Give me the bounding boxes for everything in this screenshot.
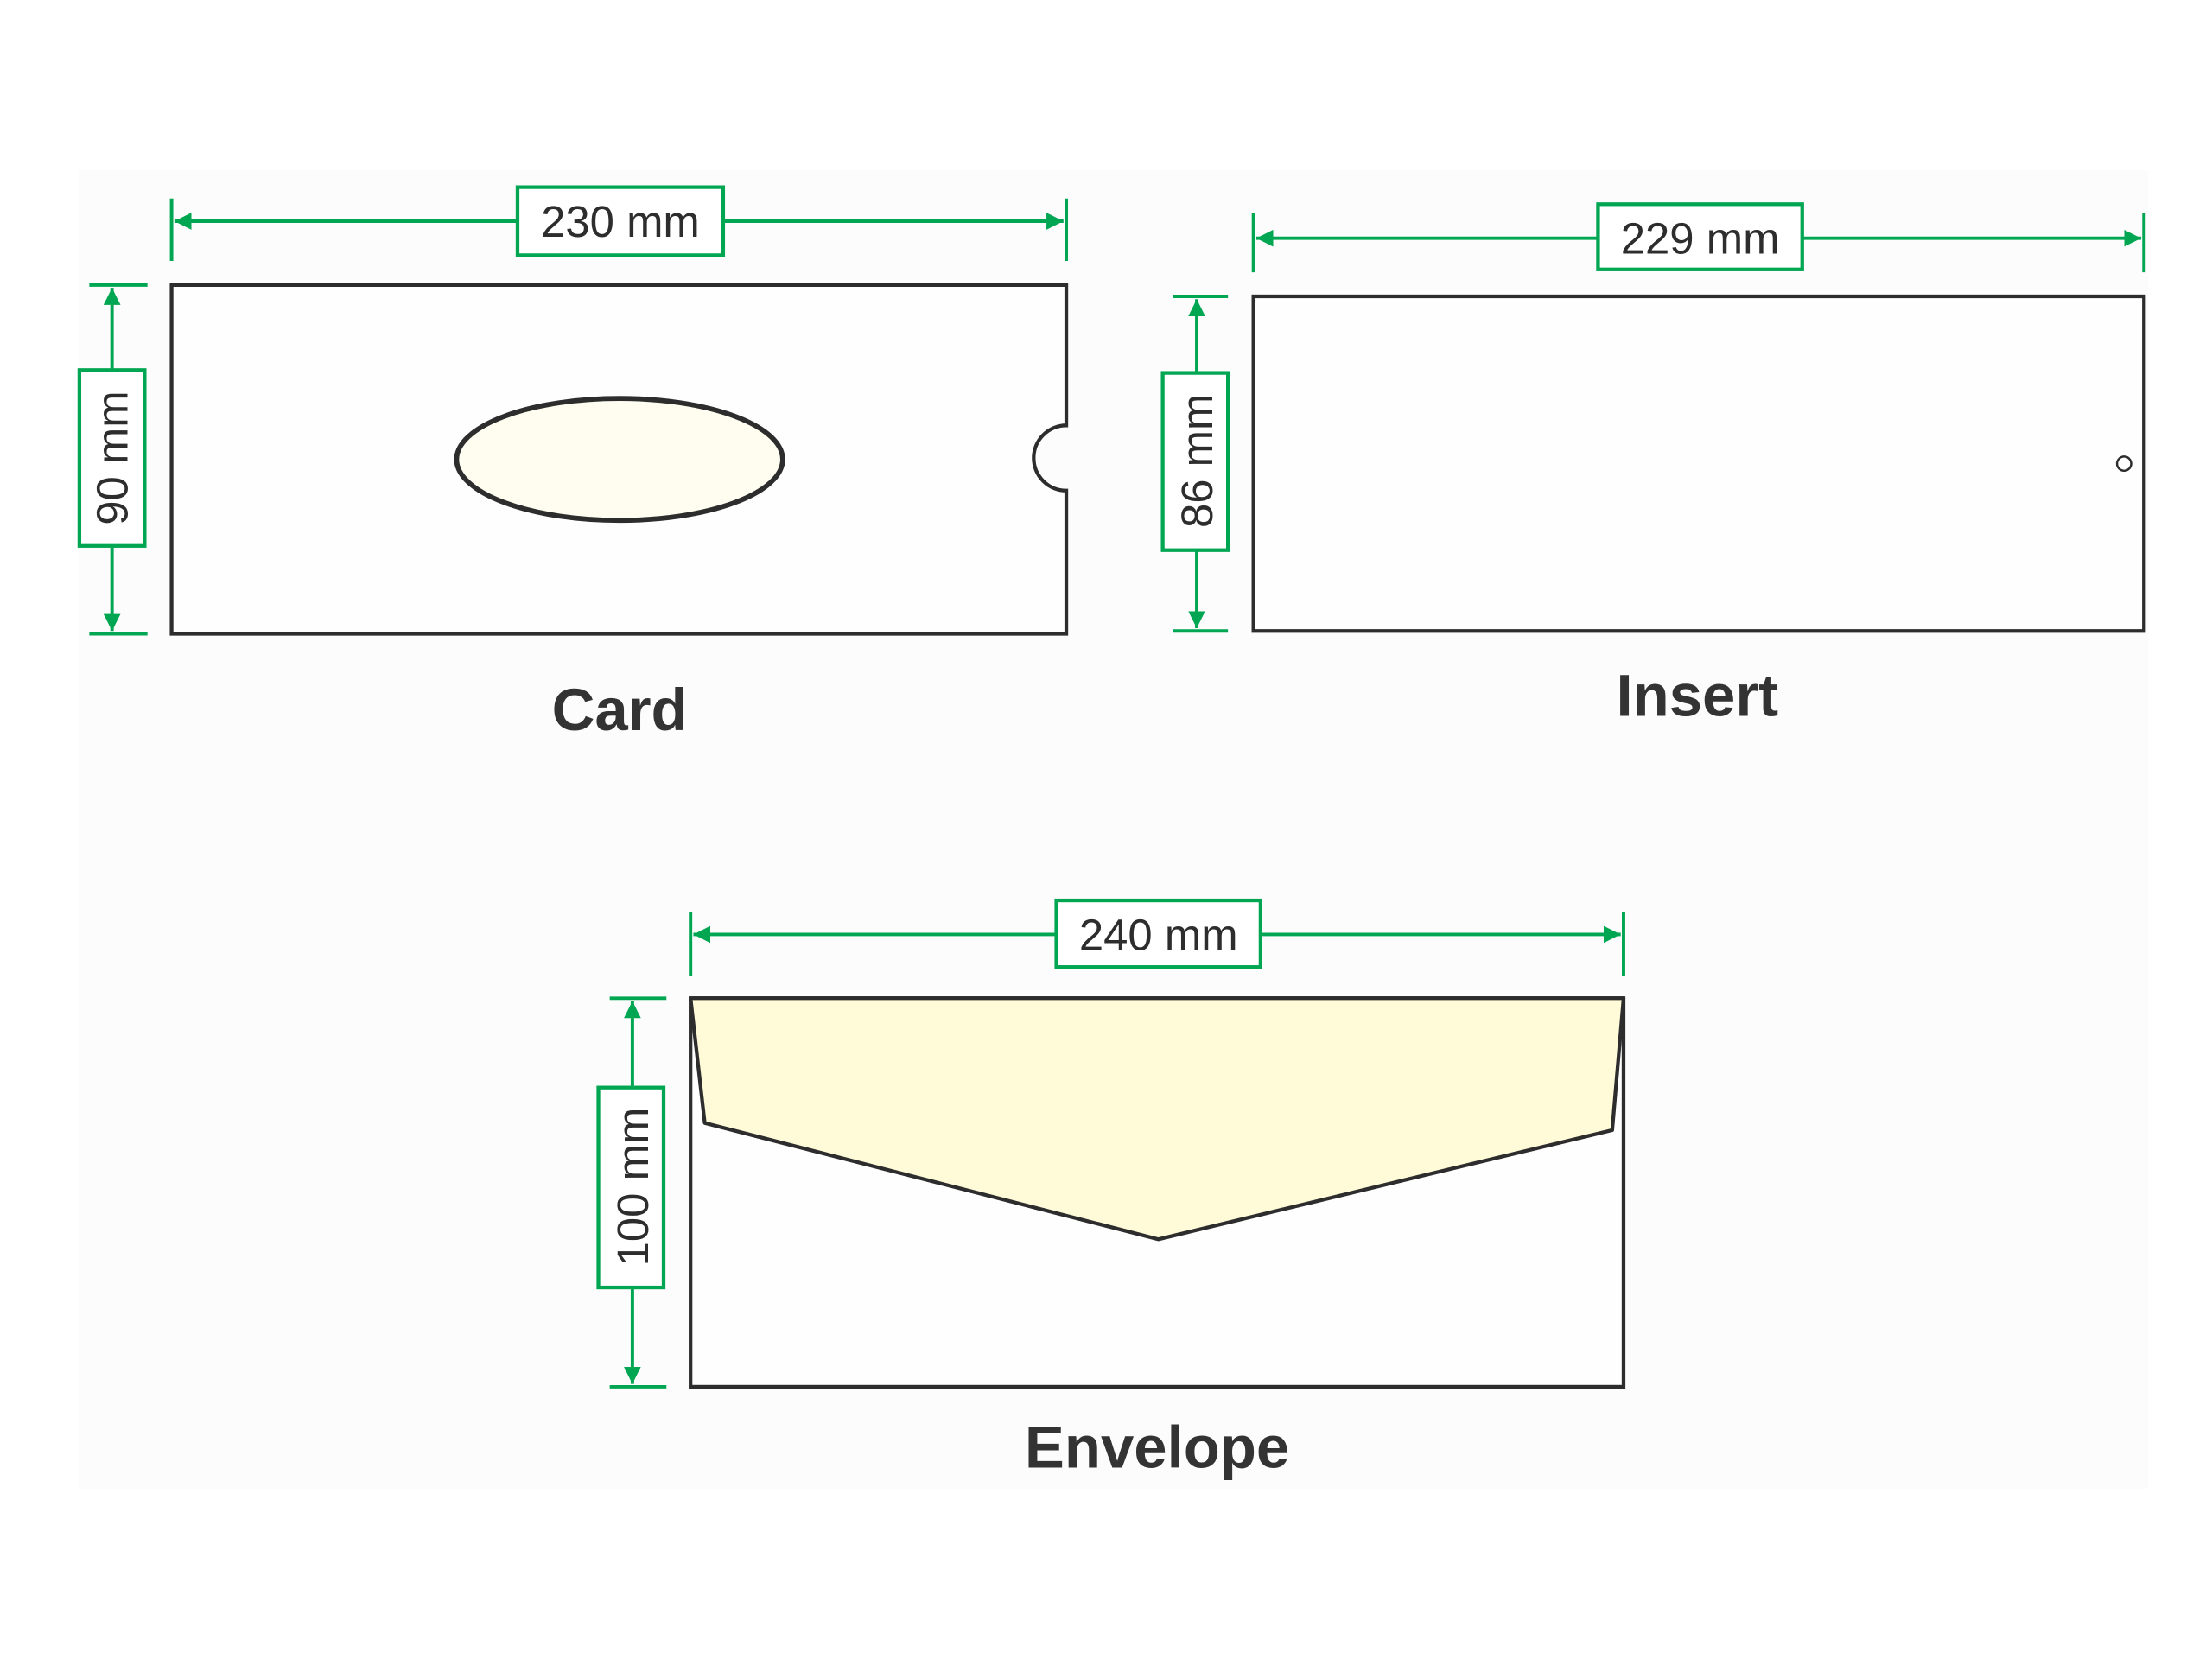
envelope-drawing: 240 mm 100 mm Envelope [596,898,1626,1480]
card-height-dimension: 90 mm [77,283,148,636]
card-width-dimension: 230 mm [169,185,1069,261]
envelope-flap [689,996,1626,1242]
envelope-height-label: 100 mm [608,1108,658,1267]
insert-drawing: 229 mm 86 mm Insert [1160,202,2146,729]
insert-outline [1251,294,2146,633]
card-drawing: 230 mm 90 mm Card [77,185,1069,743]
card-height-label: 90 mm [88,391,137,524]
envelope-width-dimension: 240 mm [689,898,1625,976]
envelope-width-label: 240 mm [1079,910,1238,959]
card-window [454,396,785,524]
insert-height-label: 86 mm [1173,394,1222,528]
insert-height-dimension: 86 mm [1160,295,1230,633]
envelope-title: Envelope [1025,1414,1289,1480]
card-width-label: 230 mm [541,197,700,246]
insert-width-dimension: 229 mm [1251,202,2146,273]
envelope-height-dimension: 100 mm [596,996,667,1389]
insert-width-label: 229 mm [1621,214,1780,264]
card-title: Card [552,677,688,743]
insert-hole [2115,455,2133,473]
insert-title: Insert [1616,663,1778,729]
